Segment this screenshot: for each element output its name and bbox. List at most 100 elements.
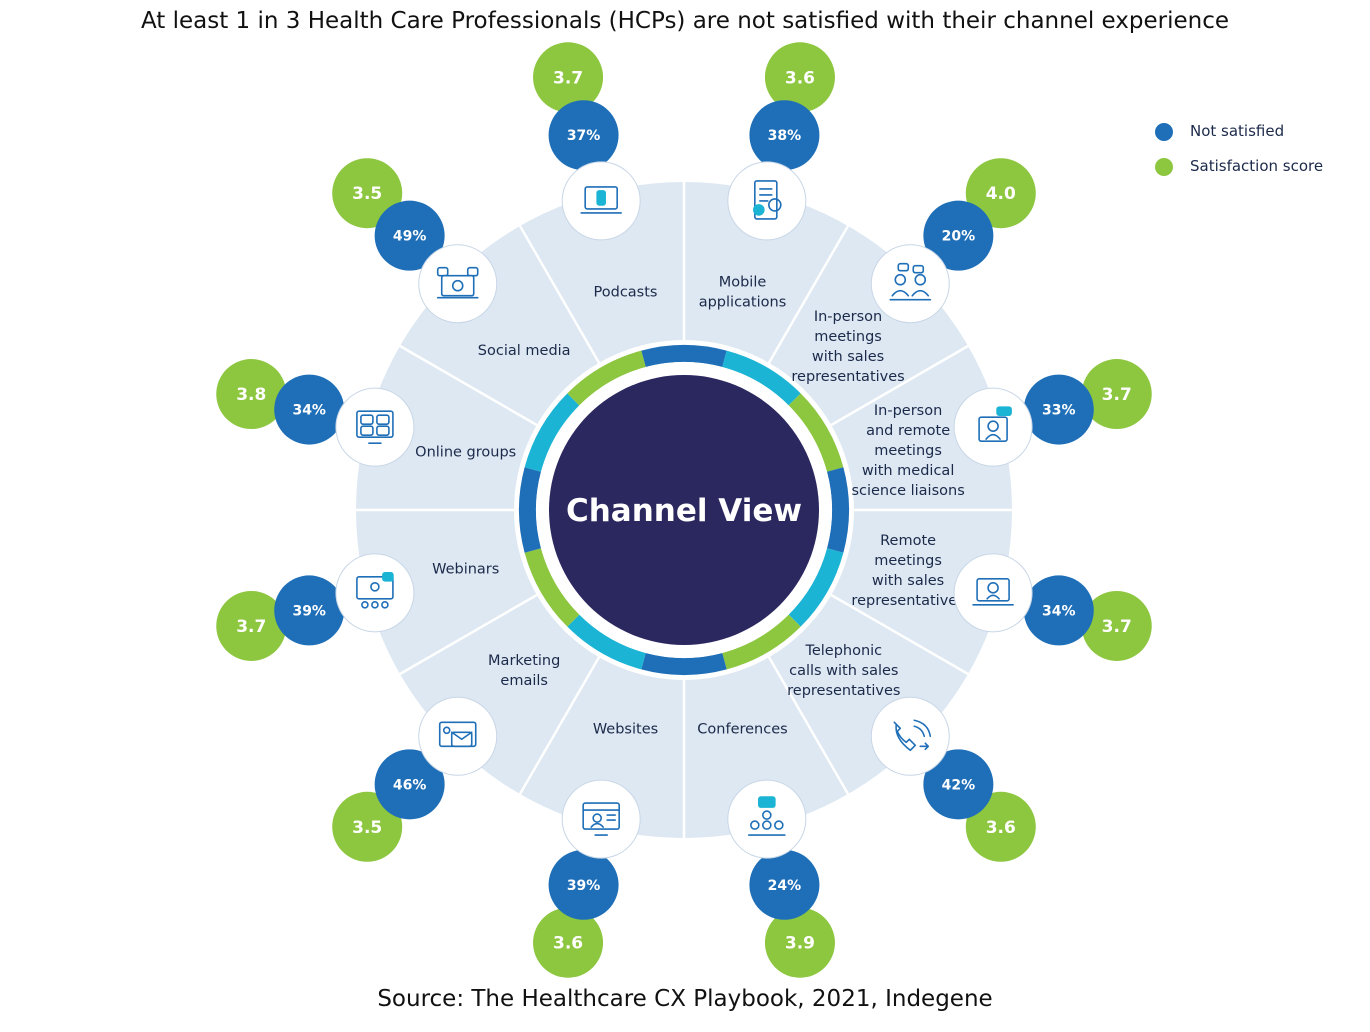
satisfaction-score-bubble (965, 158, 1036, 229)
page-title: At least 1 in 3 Health Care Professional… (140, 8, 1230, 34)
not-satisfied-bubble (923, 200, 994, 271)
channel-label: Webinars (432, 561, 499, 577)
not-satisfied-value: 49% (393, 229, 427, 245)
not-satisfied-value: 38% (768, 128, 802, 144)
channel-label-line: Websites (593, 721, 658, 737)
satisfaction-score-bubble (216, 590, 287, 661)
online-groups-icon (356, 410, 394, 444)
icon-badge (870, 696, 950, 776)
ring-segment (519, 467, 542, 553)
center-label: Channel View (566, 493, 802, 529)
channel-label-line: meetings (874, 553, 942, 569)
channel-label-line: with sales (812, 349, 884, 365)
channel-label: Websites (593, 721, 658, 737)
wheel-spoke (765, 223, 851, 368)
satisfaction-score-value: 4.0 (986, 184, 1016, 204)
ring-segment (722, 350, 801, 406)
satisfaction-score-value: 3.5 (352, 818, 382, 838)
channel-social-media: Social media 3.5 49% (332, 158, 571, 359)
ring-segment (788, 393, 844, 472)
webinar-icon (356, 572, 394, 609)
not-satisfied-value: 46% (393, 777, 427, 793)
channel-label-line: Remote (880, 533, 936, 549)
ring-segment (641, 345, 727, 368)
icon-badge (335, 387, 415, 467)
icon-badge (418, 244, 498, 324)
channel-label-line: Social media (478, 343, 571, 359)
satisfaction-score-bubble (965, 791, 1036, 862)
channel-label-line: with sales (872, 573, 944, 589)
ring-segment (788, 548, 844, 627)
conference-icon (748, 796, 786, 836)
wheel-spoke (517, 652, 603, 797)
channel-label-line: Online groups (415, 445, 516, 461)
not-satisfied-bubble (1023, 575, 1094, 646)
satisfaction-score-value: 3.6 (785, 68, 815, 88)
not-satisfied-bubble (374, 749, 445, 820)
icon-badge (953, 387, 1033, 467)
channel-label-line: and remote (866, 423, 950, 439)
channel-label: Social media (478, 343, 571, 359)
channel-label-line: representatives (851, 593, 964, 609)
source-caption: Source: The Healthcare CX Playbook, 2021… (377, 986, 993, 1012)
channel-label-line: meetings (814, 329, 882, 345)
legend-swatch-not-satisfied (1155, 123, 1173, 141)
legend-label: Not satisfied (1190, 122, 1285, 140)
ring-segment (641, 652, 727, 675)
podcast-icon (580, 186, 622, 214)
legend-swatch-satisfaction-score (1155, 158, 1173, 176)
not-satisfied-value: 37% (567, 128, 601, 144)
ring-segment (524, 393, 580, 472)
channel-label: Podcasts (594, 285, 658, 301)
in-person-meeting-icon (889, 262, 932, 301)
phone-call-icon (893, 719, 932, 752)
channel-label-line: Marketing (488, 653, 560, 669)
channel-label-line: calls with sales (789, 663, 898, 679)
social-media-icon (436, 266, 479, 299)
channel-label-line: emails (500, 673, 548, 689)
ring-segment (722, 614, 801, 670)
not-satisfied-bubble (1023, 374, 1094, 445)
not-satisfied-bubble (749, 849, 820, 920)
channel-label-line: meetings (874, 443, 942, 459)
not-satisfied-value: 34% (1042, 603, 1076, 619)
satisfaction-score-value: 3.8 (236, 385, 266, 405)
satisfaction-score-value: 3.6 (986, 818, 1016, 838)
website-icon (582, 802, 620, 836)
not-satisfied-value: 33% (1042, 403, 1076, 419)
not-satisfied-bubble (374, 200, 445, 271)
satisfaction-score-value: 3.6 (553, 934, 583, 954)
icon-badge (870, 244, 950, 324)
not-satisfied-bubble (274, 374, 345, 445)
legend-label: Satisfaction score (1190, 157, 1324, 175)
wheel-spoke (826, 591, 971, 677)
channel-label-line: applications (699, 295, 787, 311)
satisfaction-score-value: 3.5 (352, 184, 382, 204)
satisfaction-score-bubble (764, 42, 835, 113)
channel-label-line: Telephonic (804, 643, 882, 659)
channel-label: Online groups (415, 445, 516, 461)
ring-segment (826, 467, 849, 553)
channel-remote-meetings-with-sales-representatives: Remote meetings with sales representatives 3… (851, 533, 1152, 661)
not-satisfied-value: 39% (292, 603, 326, 619)
ring-segment (567, 350, 646, 406)
satisfaction-score-value: 3.7 (1102, 617, 1132, 637)
not-satisfied-value: 24% (768, 878, 802, 894)
satisfaction-score-bubble (764, 907, 835, 978)
channel-label-line: In-person (874, 403, 942, 419)
wheel-spoke (517, 223, 603, 368)
channel-label: Remote meetings with sales representatives (851, 533, 964, 609)
msl-meeting-icon (978, 406, 1012, 442)
